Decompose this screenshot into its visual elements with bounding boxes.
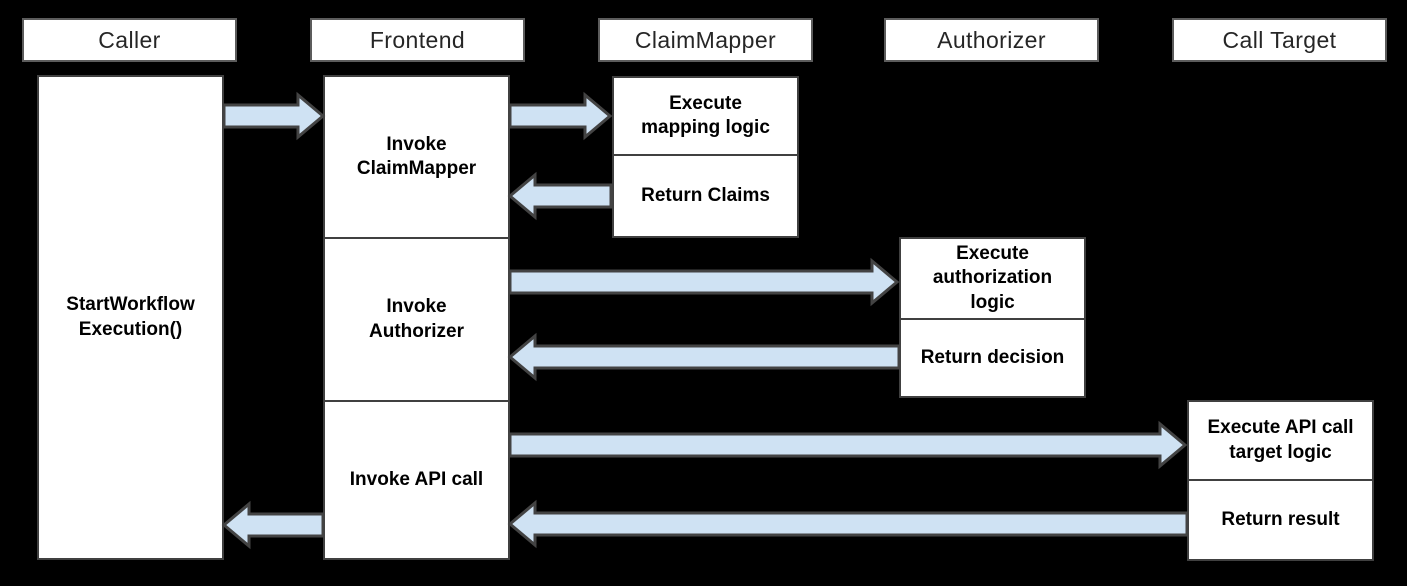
step-invoke-claimmapper: Invoke ClaimMapper bbox=[356, 133, 477, 179]
step-invoke-authorizer: Invoke Authorizer bbox=[325, 237, 508, 400]
lifeline-header-authorizer-label: Authorizer bbox=[937, 26, 1046, 53]
arrow-frontend-to-authorizer-icon bbox=[508, 257, 900, 307]
activation-calltarget: Execute API call target logic Return res… bbox=[1187, 400, 1374, 561]
step-execute-mapping-logic: Execute mapping logic bbox=[641, 92, 770, 138]
arrow-frontend-to-caller-icon bbox=[221, 500, 325, 550]
activation-frontend: Invoke ClaimMapper Invoke Authorizer Inv… bbox=[323, 75, 510, 560]
activation-caller: StartWorkflow Execution() bbox=[37, 75, 224, 560]
lifeline-header-claimmapper-label: ClaimMapper bbox=[634, 26, 777, 53]
step-startworkflowexecution: StartWorkflow Execution() bbox=[66, 294, 195, 340]
lifeline-header-frontend: Frontend bbox=[310, 18, 525, 62]
activation-authorizer: Execute authorization logic Return decis… bbox=[899, 237, 1086, 398]
activation-claimmapper: Execute mapping logic Return Claims bbox=[612, 76, 799, 238]
step-return-claims: Return Claims bbox=[614, 154, 797, 236]
arrow-frontend-to-claimmapper-icon bbox=[508, 91, 613, 141]
arrow-frontend-to-calltarget-icon bbox=[508, 420, 1188, 470]
lifeline-header-frontend-label: Frontend bbox=[369, 26, 466, 53]
lifeline-header-claimmapper: ClaimMapper bbox=[598, 18, 813, 62]
lifeline-header-calltarget: Call Target bbox=[1172, 18, 1387, 62]
step-invoke-api-call: Invoke API call bbox=[325, 400, 508, 558]
arrow-calltarget-to-frontend-icon bbox=[507, 499, 1189, 549]
lifeline-header-caller: Caller bbox=[22, 18, 237, 62]
lifeline-header-authorizer: Authorizer bbox=[884, 18, 1099, 62]
lifeline-header-calltarget-label: Call Target bbox=[1222, 26, 1337, 53]
arrow-caller-to-frontend-icon bbox=[222, 91, 326, 141]
arrow-claimmapper-to-frontend-icon bbox=[507, 171, 613, 221]
step-return-decision: Return decision bbox=[901, 318, 1084, 396]
step-return-result: Return result bbox=[1189, 479, 1372, 559]
step-execute-authorization-logic: Execute authorization logic bbox=[932, 243, 1053, 313]
lifeline-header-caller-label: Caller bbox=[98, 26, 161, 53]
arrow-authorizer-to-frontend-icon bbox=[507, 332, 901, 382]
step-execute-api-call-target-logic: Execute API call target logic bbox=[1207, 417, 1354, 463]
